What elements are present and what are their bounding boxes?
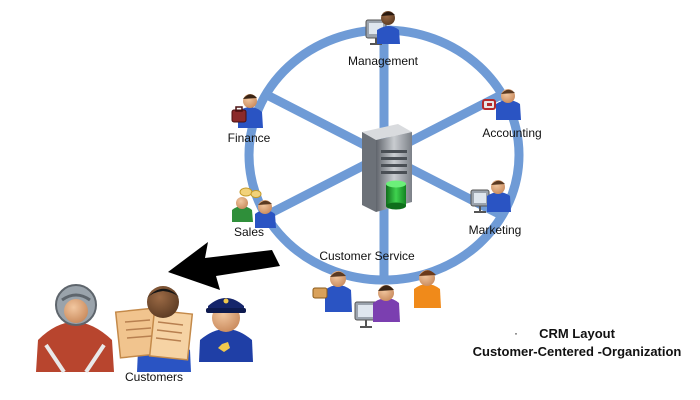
label-finance: Finance	[228, 131, 271, 145]
arrow-to-customers	[168, 242, 280, 290]
label-marketing: Marketing	[469, 223, 522, 237]
marketing-person-icon	[470, 180, 511, 213]
management-person-icon	[365, 11, 400, 45]
accounting-person-icon	[482, 89, 521, 120]
label-accounting: Accounting	[482, 126, 541, 140]
customer-service-agents-icon	[312, 270, 441, 328]
caption-bullet: ·	[514, 326, 518, 340]
database-icon	[386, 180, 406, 210]
police-officer-icon	[199, 298, 253, 362]
label-customer-service: Customer Service	[319, 249, 415, 263]
label-sales: Sales	[234, 225, 264, 239]
biker-icon	[36, 284, 114, 374]
finance-person-icon	[231, 94, 263, 128]
customers-group	[36, 284, 253, 374]
label-management: Management	[348, 54, 419, 68]
caption-title: CRM Layout	[539, 326, 616, 341]
caption-subtitle: Customer-Centered -Organization	[473, 344, 682, 359]
label-customers: Customers	[125, 370, 183, 384]
newspaper-reader-icon	[114, 286, 194, 372]
sales-people-icon	[232, 187, 276, 228]
